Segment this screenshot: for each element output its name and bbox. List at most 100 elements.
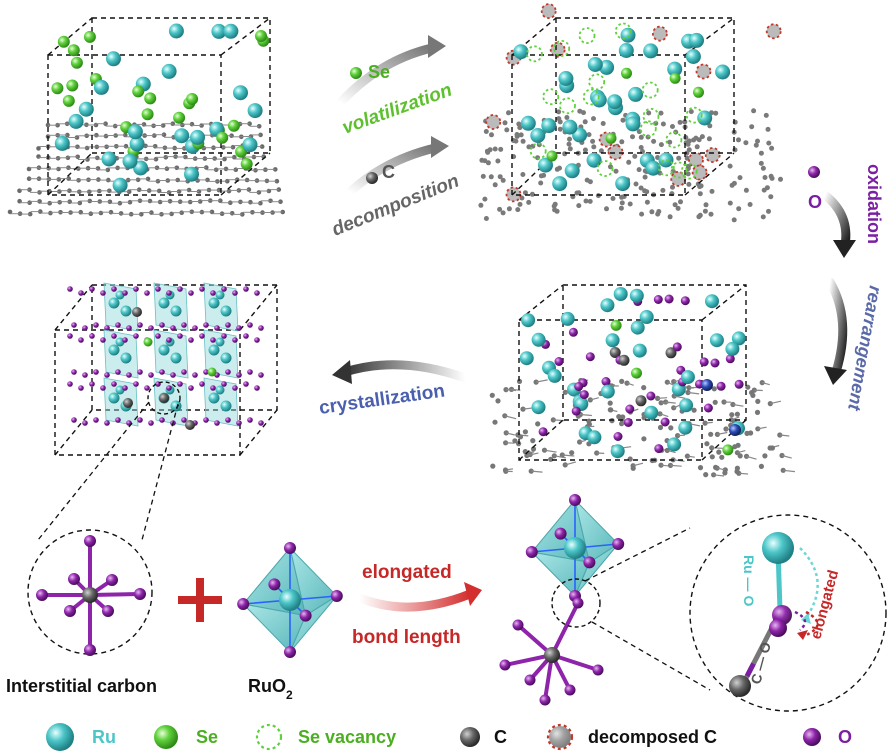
o-atom bbox=[247, 322, 253, 328]
ru-atom bbox=[667, 437, 682, 452]
ru-atom bbox=[679, 398, 694, 413]
carbon-fragment bbox=[769, 175, 775, 181]
carbon-node bbox=[258, 132, 263, 138]
o-atom bbox=[166, 290, 172, 296]
ru-atom bbox=[689, 32, 704, 48]
o-atom bbox=[159, 417, 165, 423]
o-atom bbox=[126, 372, 132, 378]
decomposed-c bbox=[652, 25, 668, 42]
carbon-fragment bbox=[716, 449, 722, 455]
carbon-fragment bbox=[778, 176, 783, 182]
o-atom bbox=[102, 605, 114, 617]
ru-atom bbox=[731, 331, 746, 346]
se-vacancy bbox=[614, 22, 632, 40]
carbon-node bbox=[36, 154, 41, 159]
ru-atom bbox=[168, 23, 184, 39]
rutile-lattice bbox=[67, 282, 264, 430]
carbon-fragment bbox=[688, 109, 694, 115]
o-atom bbox=[499, 659, 511, 671]
carbon-fragment bbox=[753, 142, 759, 148]
crystallization-label: crystallization bbox=[318, 381, 446, 419]
carbon-bond bbox=[687, 455, 695, 458]
o-atom bbox=[148, 325, 154, 331]
carbon-fragment bbox=[520, 172, 526, 177]
se-atom bbox=[722, 444, 734, 456]
elongated-label: elongated bbox=[362, 562, 452, 583]
carbon-fragment bbox=[620, 414, 626, 420]
carbon-fragment bbox=[707, 123, 713, 129]
c-label: C bbox=[382, 162, 395, 182]
carbon-fragment bbox=[696, 214, 702, 220]
legend-item-decomposed-c: decomposed C bbox=[546, 723, 717, 751]
c-o-bond bbox=[550, 602, 580, 656]
ru-atom bbox=[685, 49, 701, 64]
o-atom bbox=[232, 385, 238, 391]
o-atom bbox=[554, 357, 564, 366]
o-atom bbox=[653, 295, 663, 304]
carbon-fragment bbox=[677, 119, 683, 125]
o-atom bbox=[243, 381, 249, 387]
carbon-fragment bbox=[598, 148, 604, 154]
carbon-bond bbox=[731, 416, 740, 421]
carbon-fragment bbox=[478, 202, 484, 208]
o-atom bbox=[203, 417, 209, 423]
se-atom bbox=[62, 94, 75, 107]
carbon-node bbox=[263, 167, 268, 172]
carbon-fragment bbox=[607, 400, 613, 406]
carbon-fragment bbox=[492, 182, 498, 188]
o-atom bbox=[568, 327, 578, 337]
carbon-fragment bbox=[755, 398, 761, 404]
ru-atom bbox=[170, 352, 182, 364]
interstitial-carbon-zoom: Interstitial carbon bbox=[6, 529, 157, 696]
ru-atom bbox=[108, 344, 120, 356]
carbon-fragment bbox=[610, 196, 616, 201]
o-atom bbox=[93, 417, 99, 423]
ru-atom bbox=[220, 400, 232, 412]
ru-atom bbox=[644, 405, 659, 420]
carbon-bond bbox=[732, 403, 744, 407]
carbon-fragment bbox=[557, 165, 562, 171]
carbon-fragment bbox=[765, 126, 771, 132]
o-atom bbox=[254, 385, 260, 391]
ru-atom bbox=[170, 400, 182, 412]
carbon-node bbox=[36, 146, 41, 151]
o-atom bbox=[601, 377, 611, 386]
ru-atom bbox=[715, 64, 731, 80]
carbon-fragment bbox=[743, 140, 749, 146]
o-atom bbox=[699, 357, 709, 367]
se-vacancy bbox=[642, 107, 660, 125]
ru-atom bbox=[170, 305, 182, 317]
octahedron-face bbox=[574, 543, 619, 597]
ru-atom bbox=[645, 160, 661, 176]
carbon-fragment bbox=[732, 147, 738, 153]
o-atom bbox=[115, 417, 121, 423]
carbon-fragment bbox=[670, 124, 675, 129]
defected-octahedron bbox=[499, 494, 711, 706]
carbon-fragment bbox=[703, 472, 709, 478]
interstitial-carbon-label: Interstitial carbon bbox=[6, 676, 157, 696]
o-atom bbox=[734, 379, 744, 389]
carbon-node bbox=[270, 210, 275, 215]
o-atom bbox=[203, 322, 209, 328]
decomposed-c bbox=[765, 23, 782, 40]
carbon-bond bbox=[505, 389, 517, 392]
c-atom bbox=[665, 347, 677, 359]
ru-atom bbox=[513, 44, 529, 60]
ru-atom bbox=[632, 343, 647, 358]
ru-atom bbox=[562, 119, 578, 135]
se-label: Se bbox=[368, 62, 390, 82]
o-atom bbox=[188, 290, 194, 296]
octahedron-tile bbox=[203, 282, 239, 332]
o-atom bbox=[84, 535, 96, 547]
carbon-fragment bbox=[702, 208, 708, 214]
se-atom bbox=[83, 30, 96, 43]
oxidation-label: oxidation bbox=[864, 164, 884, 244]
carbon-bond bbox=[511, 388, 521, 391]
se-vacancy bbox=[680, 162, 698, 180]
c-atom bbox=[544, 647, 560, 663]
o-atom bbox=[67, 381, 73, 387]
o-atom bbox=[100, 385, 106, 391]
o-atom bbox=[703, 403, 713, 413]
carbon-bond bbox=[554, 455, 566, 459]
o-atom bbox=[623, 418, 633, 427]
